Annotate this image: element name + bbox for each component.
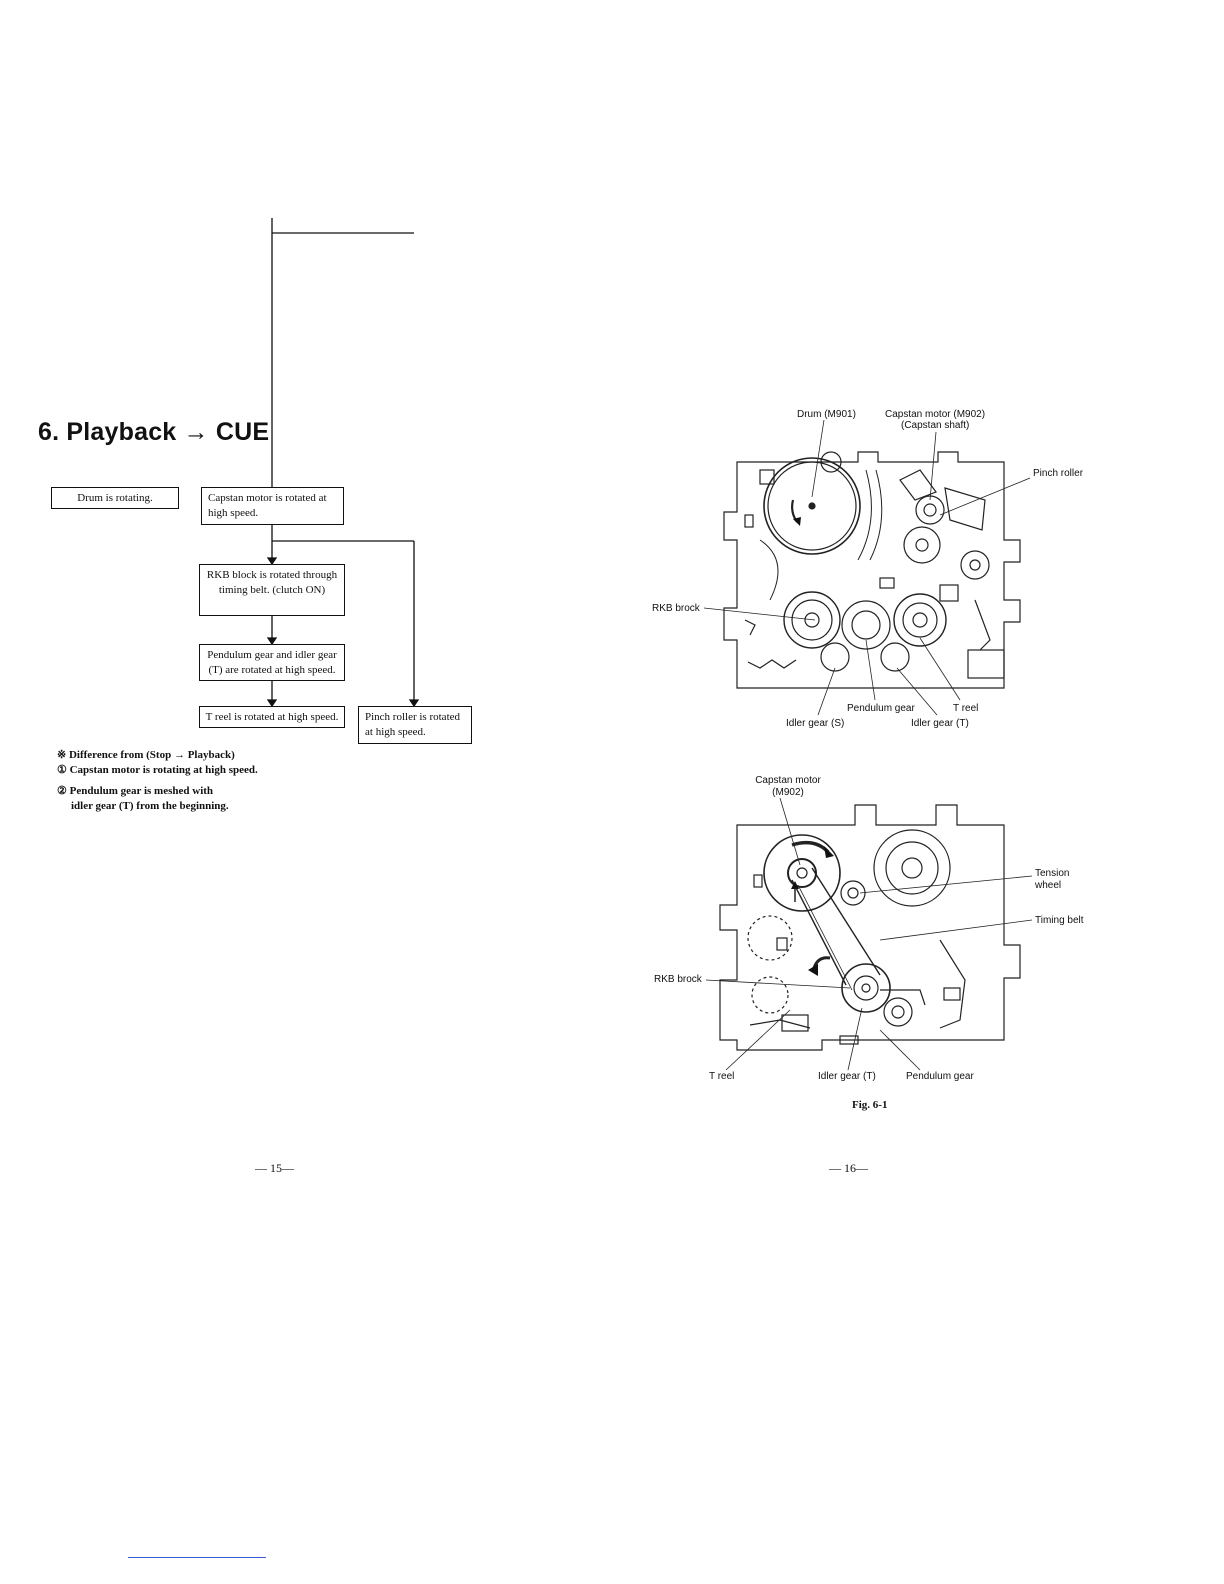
label-pendulum-gear-top: Pendulum gear	[847, 703, 915, 714]
label-idler-gear-t-bottom: Idler gear (T)	[818, 1071, 876, 1082]
capstan-motor-text: Capstan motor is rotated at high speed.	[208, 492, 327, 519]
label-pinch-roller: Pinch roller	[1033, 468, 1084, 479]
label-tension-wheel-line-2: wheel	[1035, 880, 1062, 891]
pendulum-gear-box: Pendulum gear and idler gear (T) are rot…	[199, 644, 345, 681]
label-capstan-motor-bottom-line-1: Capstan motor	[755, 775, 821, 786]
page-number-left: — 15—	[255, 1161, 294, 1175]
notes-heading: ※ Difference from (Stop → Playback)	[57, 749, 235, 761]
treel-text: T reel is rotated at high speed.	[205, 711, 339, 723]
rkb-block-box: RKB block is rotated through timing belt…	[199, 564, 345, 616]
page-title: 6. Playback → CUE	[38, 418, 270, 446]
bottom-link-underline	[128, 1557, 266, 1558]
label-capstan-shaft: (Capstan shaft)	[901, 420, 970, 431]
pinch-roller-text: Pinch roller is rotated at high speed.	[365, 711, 461, 738]
label-t-reel-bottom: T reel	[709, 1071, 735, 1082]
drum-rotating-box: Drum is rotating.	[51, 487, 179, 509]
label-idler-gear-s: Idler gear (S)	[786, 718, 845, 729]
treel-box: T reel is rotated at high speed.	[199, 706, 345, 728]
pinch-roller-box: Pinch roller is rotated at high speed.	[358, 706, 472, 744]
difference-notes: ※ Difference from (Stop → Playback) ① Ca…	[57, 748, 258, 814]
page-number-right: — 16—	[829, 1161, 868, 1175]
pendulum-gear-text: Pendulum gear and idler gear (T) are rot…	[207, 649, 337, 676]
label-capstan-motor-bottom-line-2: (M902)	[772, 787, 804, 798]
label-capstan-motor-top: Capstan motor (M902)	[885, 409, 986, 420]
drum-rotating-text: Drum is rotating.	[77, 492, 153, 504]
figure-caption: Fig. 6-1	[852, 1099, 888, 1111]
label-rkb-brock-top: RKB brock	[652, 603, 700, 614]
label-timing-belt: Timing belt	[1035, 915, 1084, 926]
note-item-2-line-2: idler gear (T) from the beginning.	[71, 800, 229, 812]
label-t-reel-top: T reel	[953, 703, 979, 714]
note-item-2-line-1: ② Pendulum gear is meshed with	[57, 785, 214, 797]
note-item-1: ① Capstan motor is rotating at high spee…	[57, 764, 258, 776]
label-drum-m901: Drum (M901)	[797, 409, 856, 420]
capstan-motor-box: Capstan motor is rotated at high speed.	[201, 487, 344, 525]
label-pendulum-gear-bottom: Pendulum gear	[906, 1071, 974, 1082]
rkb-block-text: RKB block is rotated through timing belt…	[206, 569, 338, 596]
label-rkb-brock-bottom: RKB brock	[654, 974, 702, 985]
label-tension-wheel-line-1: Tension	[1035, 868, 1070, 879]
label-idler-gear-t-top: Idler gear (T)	[911, 718, 969, 729]
